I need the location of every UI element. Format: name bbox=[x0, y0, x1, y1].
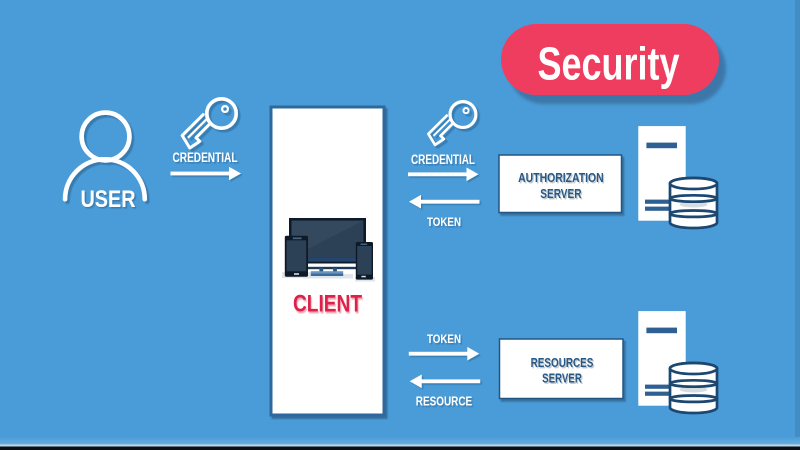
svg-text:RESOURCES: RESOURCES bbox=[531, 355, 594, 370]
svg-text:AUTHORIZATION: AUTHORIZATION bbox=[518, 170, 604, 185]
svg-text:TOKEN: TOKEN bbox=[427, 332, 461, 346]
svg-text:CREDENTIAL: CREDENTIAL bbox=[173, 150, 238, 165]
svg-text:CREDENTIAL: CREDENTIAL bbox=[411, 152, 475, 167]
svg-text:Security: Security bbox=[538, 38, 680, 90]
svg-text:TOKEN: TOKEN bbox=[427, 215, 461, 229]
svg-text:CLIENT: CLIENT bbox=[293, 291, 362, 318]
svg-text:SERVER: SERVER bbox=[542, 371, 582, 386]
svg-text:SERVER: SERVER bbox=[540, 186, 581, 201]
svg-text:USER: USER bbox=[81, 186, 136, 213]
svg-text:RESOURCE: RESOURCE bbox=[416, 394, 473, 409]
